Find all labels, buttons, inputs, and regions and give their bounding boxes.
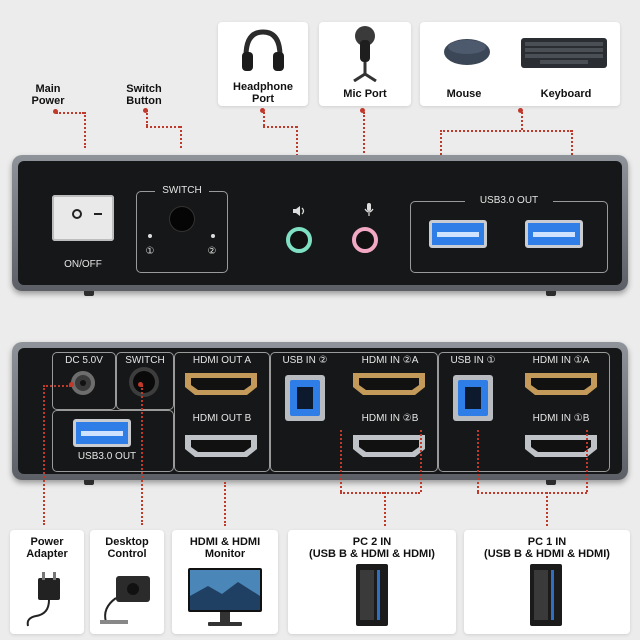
main-power-label: Main Power [31,83,65,107]
desktop-control-card: Desktop Control [90,530,164,634]
hdmi-out-a-label: HDMI OUT A [192,355,252,366]
hdmi-out-group: HDMI OUT A HDMI OUT B [174,352,270,472]
pc-tower-icon [356,564,388,626]
mouse-label: Mouse [446,88,482,100]
hdmi-in-1b-port[interactable] [523,433,599,459]
usb-in-2-label: USB IN ② [282,355,328,366]
dc-label: DC 5.0V [65,355,103,366]
hdmi-in-2b-port[interactable] [351,433,427,459]
hdmi-out-b-label: HDMI OUT B [192,413,252,424]
on-off-label: ON/OFF [64,259,102,270]
monitor-icon [188,568,262,626]
headphone-icon [242,29,284,71]
hdmi-in-2a-label: HDMI IN ②A [361,355,419,366]
dc-group: DC 5.0V [52,352,116,410]
mouse-icon [444,39,490,65]
pc2-label: PC 2 IN (USB B & HDMI & HDMI) [309,536,435,560]
switch-jack-group: SWITCH [116,352,174,410]
usb-a-port-back[interactable] [73,419,131,447]
back-usb-out-label: USB3.0 OUT [77,451,137,462]
power-rocker-switch[interactable] [52,195,114,241]
microphone-icon [353,26,377,82]
hdmi-monitor-card: HDMI & HDMI Monitor [172,530,278,634]
microphone-small-icon [364,203,374,216]
desktop-control-jack[interactable] [133,371,155,393]
hdmi-in-1a-port[interactable] [523,371,599,397]
power-adapter-icon [26,572,60,627]
mic-jack[interactable] [352,227,378,253]
switch-button-label: Switch Button [126,83,162,107]
hdmi-out-b-port[interactable] [183,433,259,459]
kvm-front-view: ON/OFF SWITCH ① ② USB3.0 OUT [12,155,628,296]
hdmi-in-2b-label: HDMI IN ②B [361,413,419,424]
hdmi-in-1a-label: HDMI IN ①A [532,355,590,366]
pc-tower-icon-2 [530,564,562,626]
hdmi-out-a-port[interactable] [183,371,259,397]
usb-out-title: USB3.0 OUT [465,195,553,206]
keyboard-label: Keyboard [540,88,592,100]
pc2-input-group: USB IN ② HDMI IN ②A HDMI IN ②B [270,352,438,472]
pc1-input-group: USB IN ① HDMI IN ①A HDMI IN ①B [438,352,610,472]
hdmi-in-1b-label: HDMI IN ①B [532,413,590,424]
usb-b-port-1[interactable] [453,375,493,421]
usb-b-port-2[interactable] [285,375,325,421]
pc1-label: PC 1 IN (USB B & HDMI & HDMI) [484,536,610,560]
dc-jack[interactable] [71,371,95,395]
desktop-control-label: Desktop Control [105,536,149,560]
switch-jack-label: SWITCH [125,355,165,366]
switch-group: SWITCH ① ② [136,185,228,273]
switch-pos-1: ① [145,246,155,257]
switch-pos-2: ② [207,246,217,257]
mic-port-label: Mic Port [343,88,387,100]
power-adapter-card: Power Adapter [10,530,84,634]
power-adapter-label: Power Adapter [26,536,68,560]
mic-card: Mic Port [319,22,411,106]
switch-title: SWITCH [155,185,209,196]
pc1-card: PC 1 IN (USB B & HDMI & HDMI) [464,530,630,634]
usb-a-port-front-1[interactable] [429,220,487,248]
back-usb-out-group: USB3.0 OUT [52,410,174,472]
hdmi-in-2a-port[interactable] [351,371,427,397]
keyboard-icon [521,38,607,68]
usb-in-1-label: USB IN ① [450,355,496,366]
hdmi-monitor-label: HDMI & HDMI Monitor [189,536,261,560]
usb-a-port-front-2[interactable] [525,220,583,248]
mouse-keyboard-card: Mouse Keyboard [420,22,620,106]
switch-button[interactable] [170,207,194,231]
desktop-control-icon [100,576,150,624]
kvm-back-view: DC 5.0V SWITCH USB3.0 OUT HDMI OUT A HDM… [12,342,628,485]
headphone-jack[interactable] [286,227,312,253]
usb-out-group: USB3.0 OUT [410,195,608,273]
headphone-card: Headphone Port [218,22,308,106]
headphone-port-label: Headphone Port [233,81,293,105]
pc2-card: PC 2 IN (USB B & HDMI & HDMI) [288,530,456,634]
speaker-icon [293,206,305,216]
